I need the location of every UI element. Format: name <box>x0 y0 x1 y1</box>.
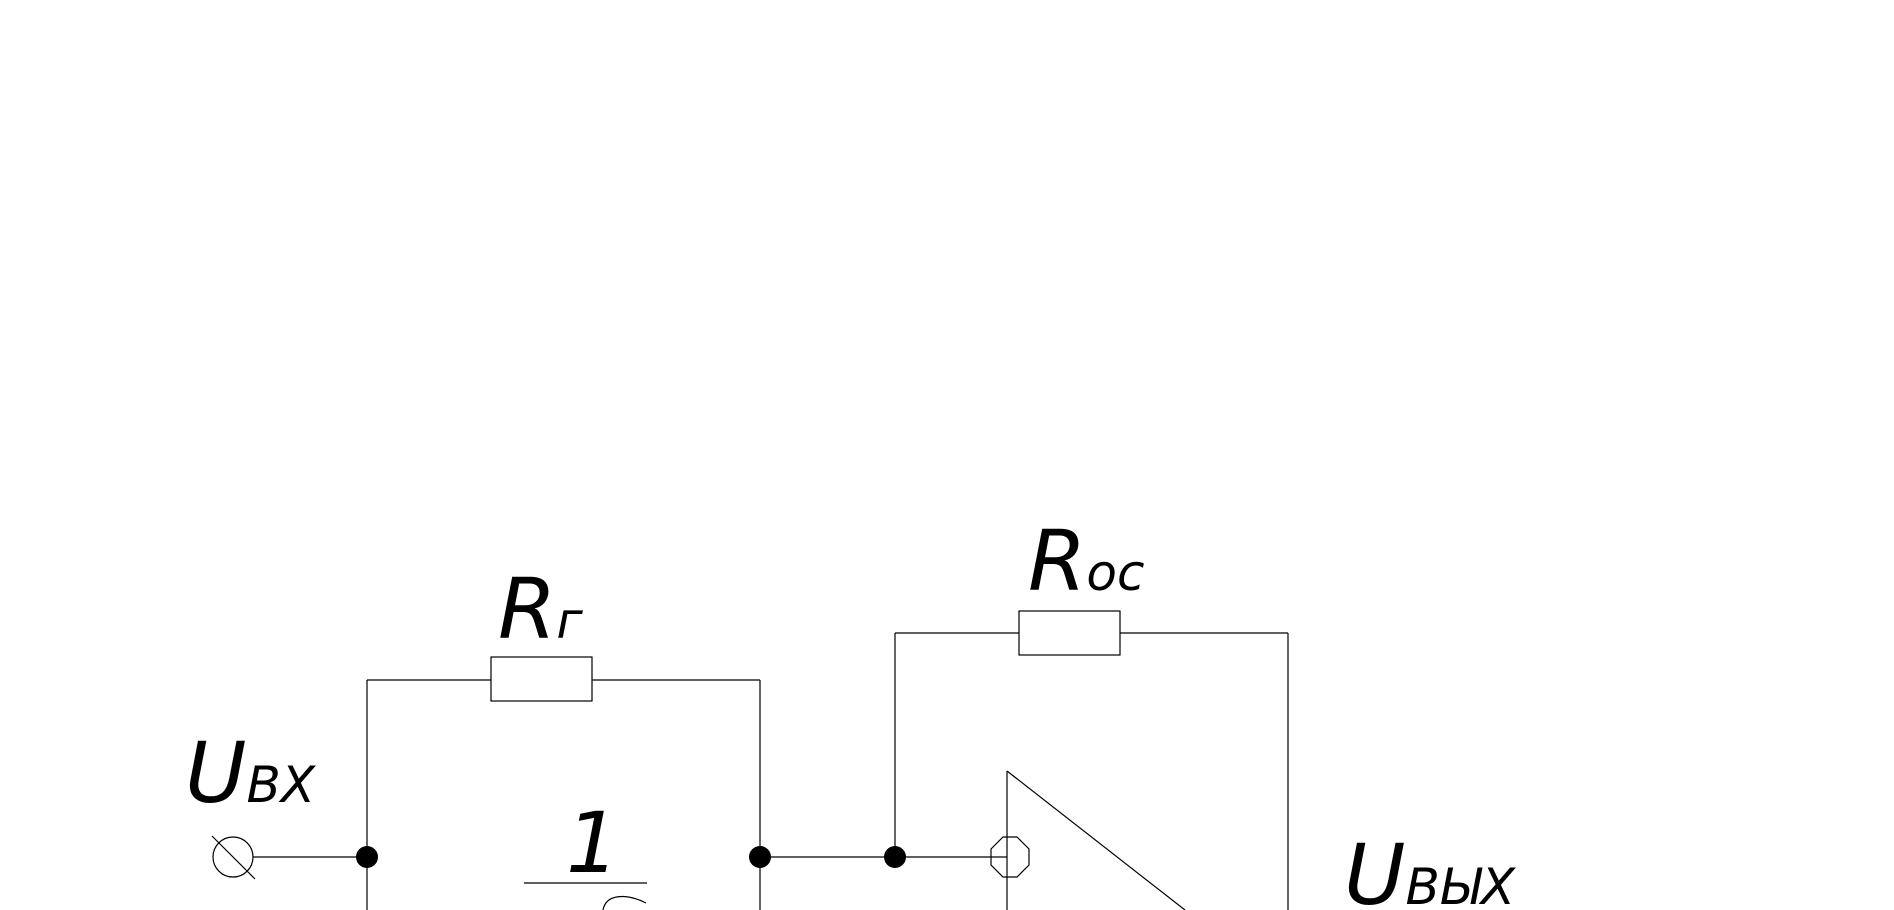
resistor-roc-label: Rос <box>1028 512 1144 610</box>
resistor-rg <box>490 656 593 702</box>
roc-label-sub: ос <box>1086 544 1144 602</box>
output-label-main: U <box>1344 826 1405 910</box>
output-label-sub: ВЫХ <box>1405 858 1516 910</box>
rg-branch-wires <box>366 679 761 910</box>
rg-label-sub: г <box>556 592 583 650</box>
inverting-input-marker <box>990 836 1030 878</box>
fraction-denominator-partial <box>602 896 647 910</box>
roc-label-main: R <box>1028 512 1086 610</box>
input-terminal <box>211 835 256 880</box>
opamp <box>1006 770 1186 910</box>
input-voltage-label: UВХ <box>185 724 317 822</box>
rg-label-main: R <box>498 560 556 658</box>
input-label-sub: ВХ <box>246 756 316 814</box>
input-label-main: U <box>185 724 246 822</box>
resistor-rg-label: Rг <box>498 560 583 658</box>
fraction-expression: 1 <box>524 794 647 910</box>
fraction-numerator: 1 <box>566 794 619 892</box>
output-voltage-label: UВЫХ <box>1344 826 1517 910</box>
resistor-roc <box>1018 610 1121 656</box>
roc-feedback-wires <box>894 632 1289 910</box>
